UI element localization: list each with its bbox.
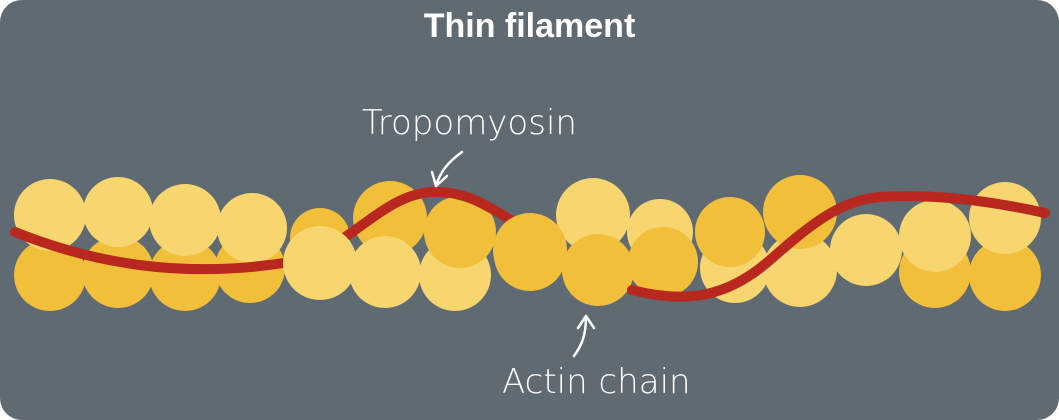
tropomyosin-strand-segment: [627, 191, 1050, 302]
diagram-title: Thin filament: [423, 7, 636, 45]
actin-subunit: [562, 234, 634, 306]
actin-subunit: [424, 196, 496, 268]
actin-strand-front: [283, 213, 698, 308]
actin-subunit: [14, 239, 86, 311]
actin-subunit: [830, 214, 902, 286]
actin-subunit: [695, 197, 765, 267]
actin-subunit: [349, 236, 421, 308]
actin-subunit: [14, 179, 86, 251]
tropomyosin-arrow: [430, 150, 464, 188]
actin-subunit: [556, 178, 630, 252]
actin-subunit: [763, 175, 837, 249]
actin-chain-label: Actin chain: [502, 362, 691, 402]
actin-subunit: [493, 213, 567, 287]
actin-subunit: [283, 226, 357, 300]
tropomyosin-label: Tropomyosin: [362, 103, 577, 143]
actin-subunit: [969, 239, 1041, 311]
actin-subunit: [217, 193, 287, 263]
thin-filament-illustration: [10, 150, 1050, 358]
actin-subunit: [83, 177, 153, 247]
actin-subunit: [969, 182, 1041, 254]
actin-chain-arrow: [572, 314, 596, 358]
actin-subunit: [149, 184, 221, 256]
actin-subunit: [899, 200, 971, 272]
actin-subunit: [628, 227, 698, 297]
actin-subunit: [149, 239, 221, 311]
